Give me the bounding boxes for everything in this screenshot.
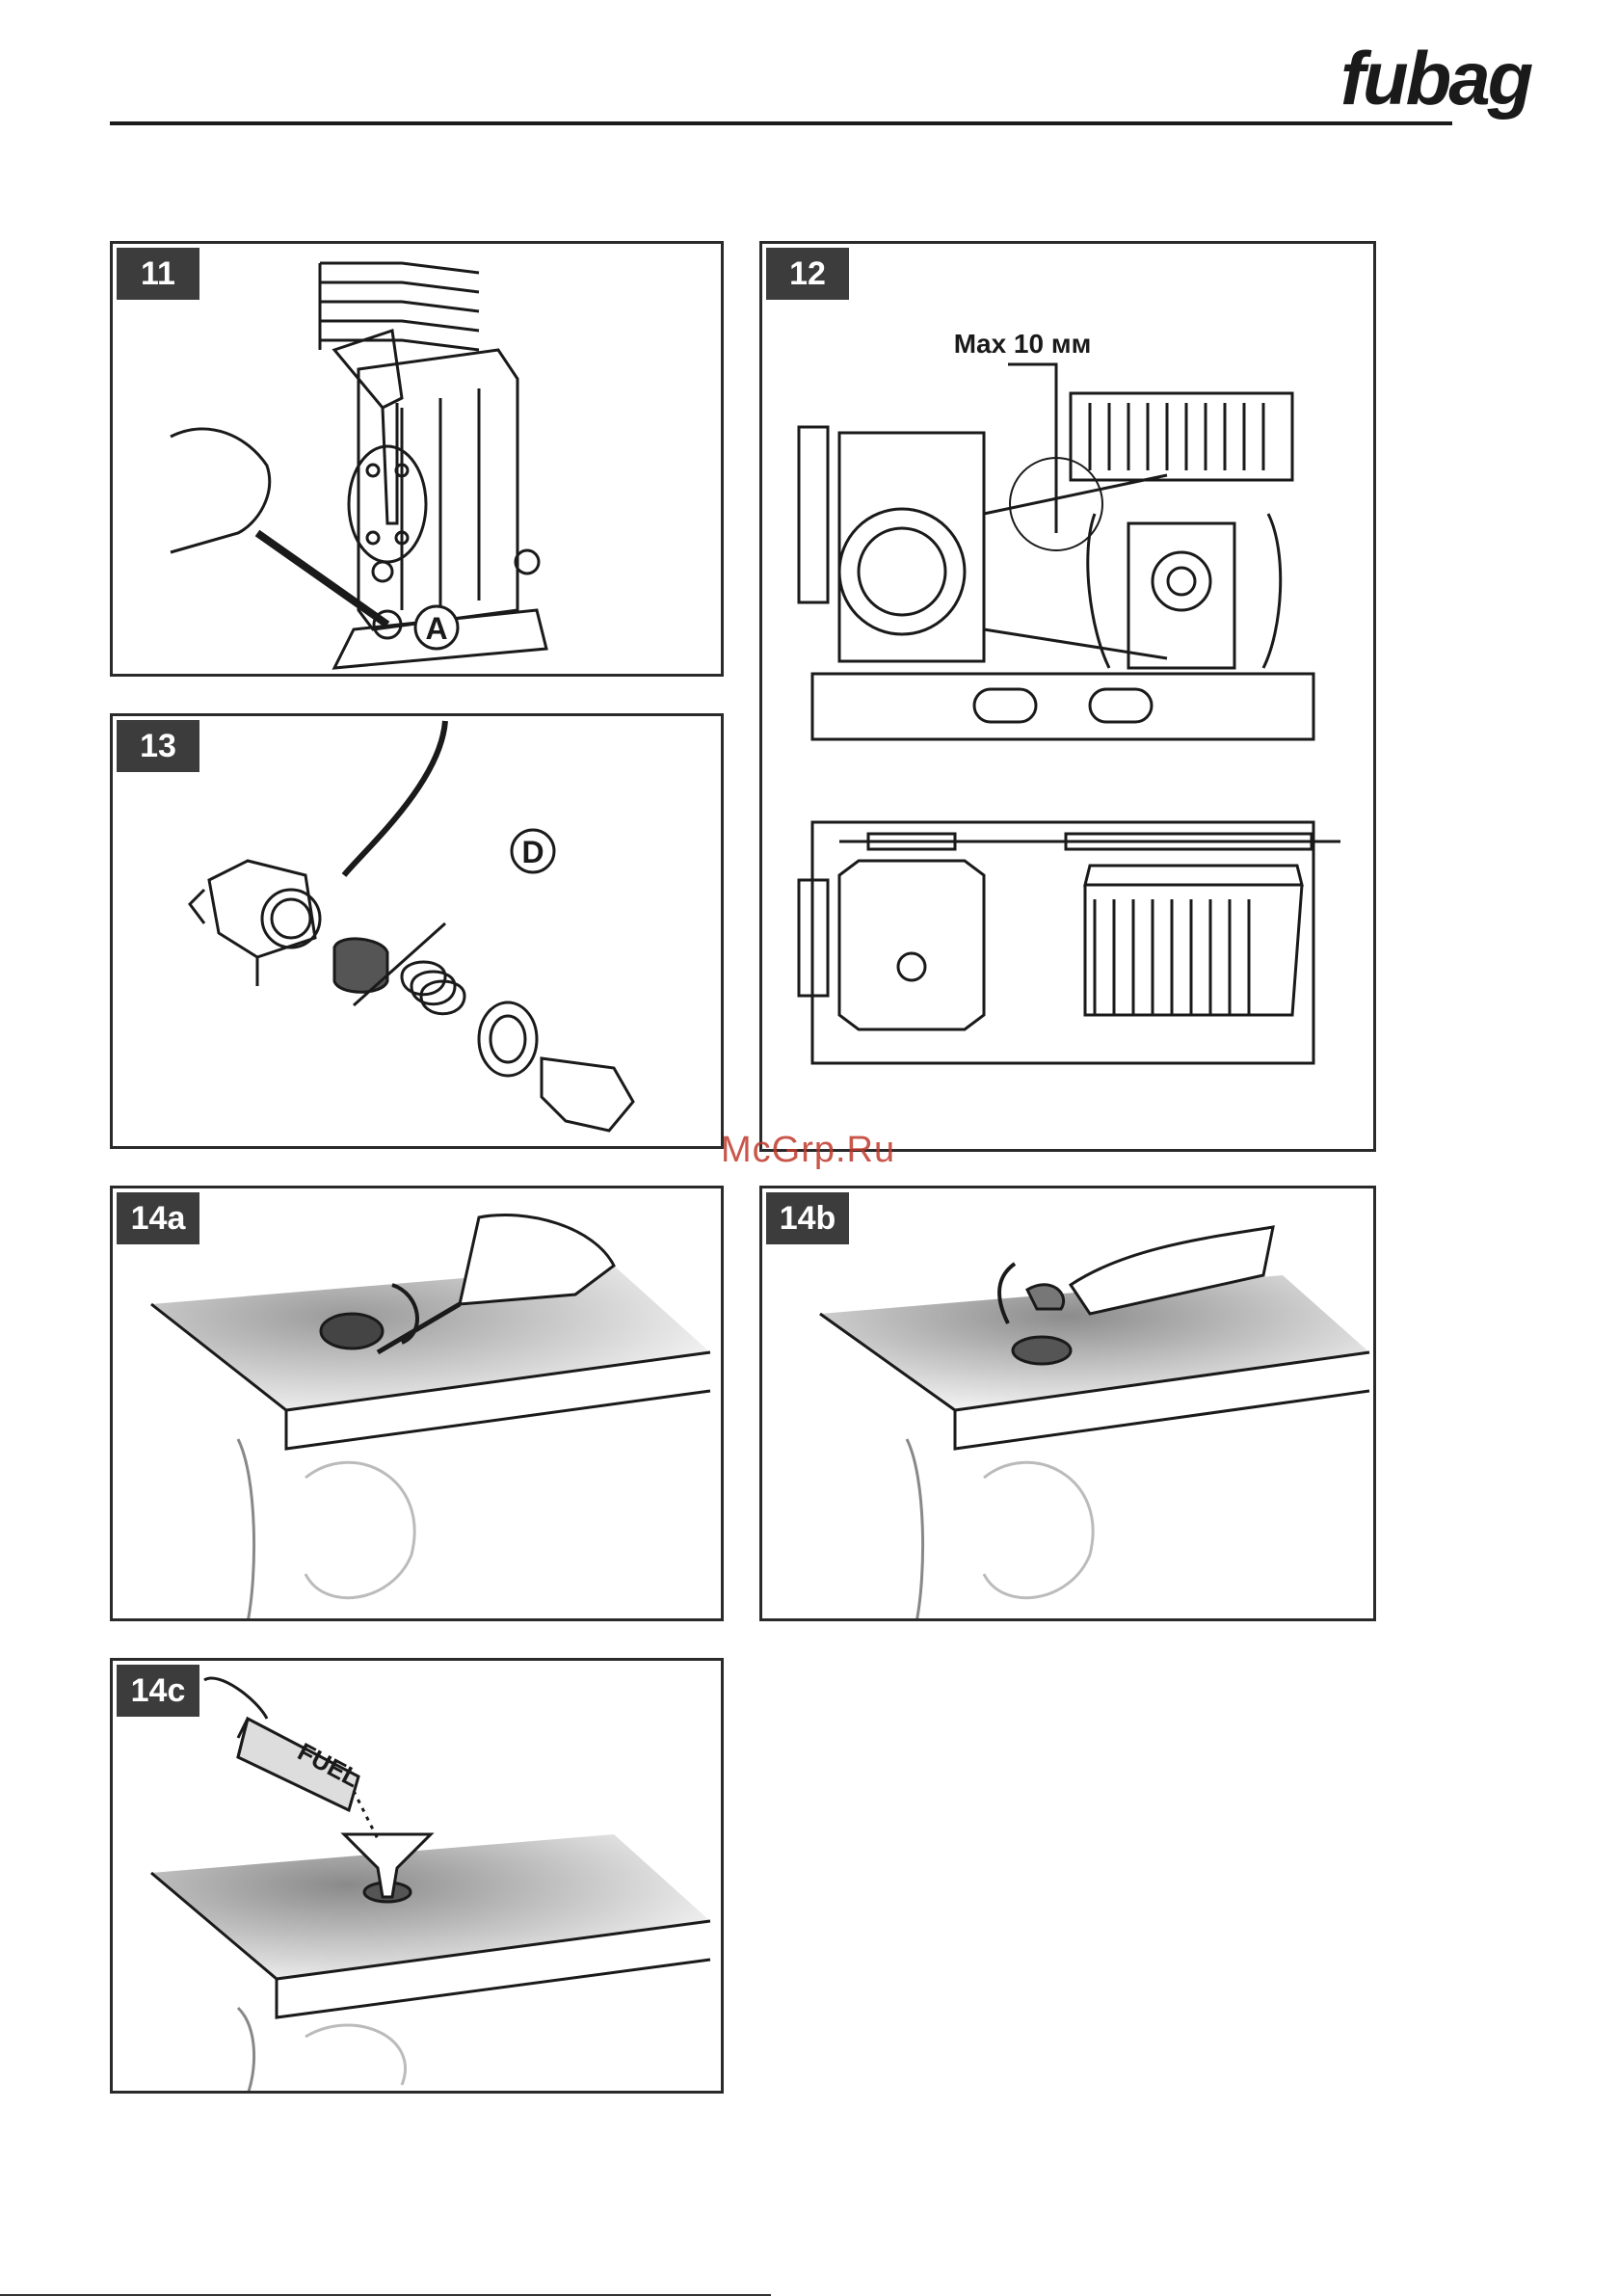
- compressor-oil-drain-illustration: A: [113, 244, 724, 677]
- figure-14c: 14c FUEL: [110, 1658, 724, 2094]
- figure-11-tag: 11: [117, 248, 199, 300]
- figure-14b: 14b: [759, 1186, 1376, 1621]
- watermark: McGrp.Ru: [721, 1130, 895, 1171]
- brand-logo-text: fubag: [1340, 40, 1530, 116]
- open-fuel-cap-illustration: [113, 1188, 724, 1621]
- remove-fuel-cap-illustration: [762, 1188, 1376, 1621]
- figure-14c-tag: 14c: [117, 1665, 199, 1717]
- callout-d-label: D: [521, 835, 544, 869]
- figure-14b-tag: 14b: [766, 1192, 849, 1244]
- check-valve-exploded-illustration: D: [113, 716, 724, 1149]
- figure-12-tag: 12: [766, 248, 849, 300]
- callout-a-label: A: [425, 611, 447, 646]
- figure-11: 11 A: [110, 241, 724, 677]
- belt-deflection-label: Max 10 мм: [954, 329, 1092, 359]
- refuel-illustration: FUEL: [113, 1661, 724, 2094]
- figure-14a: 14a: [110, 1186, 724, 1621]
- brand-logo: fubag: [1340, 40, 1514, 137]
- figure-14a-tag: 14a: [117, 1192, 199, 1244]
- figure-13: 13 D: [110, 713, 724, 1149]
- header-rule: [110, 121, 1452, 125]
- belt-tension-illustration: Max 10 мм: [762, 244, 1376, 1152]
- figure-12: 12 Max 10 мм: [759, 241, 1376, 1152]
- figure-13-tag: 13: [117, 720, 199, 772]
